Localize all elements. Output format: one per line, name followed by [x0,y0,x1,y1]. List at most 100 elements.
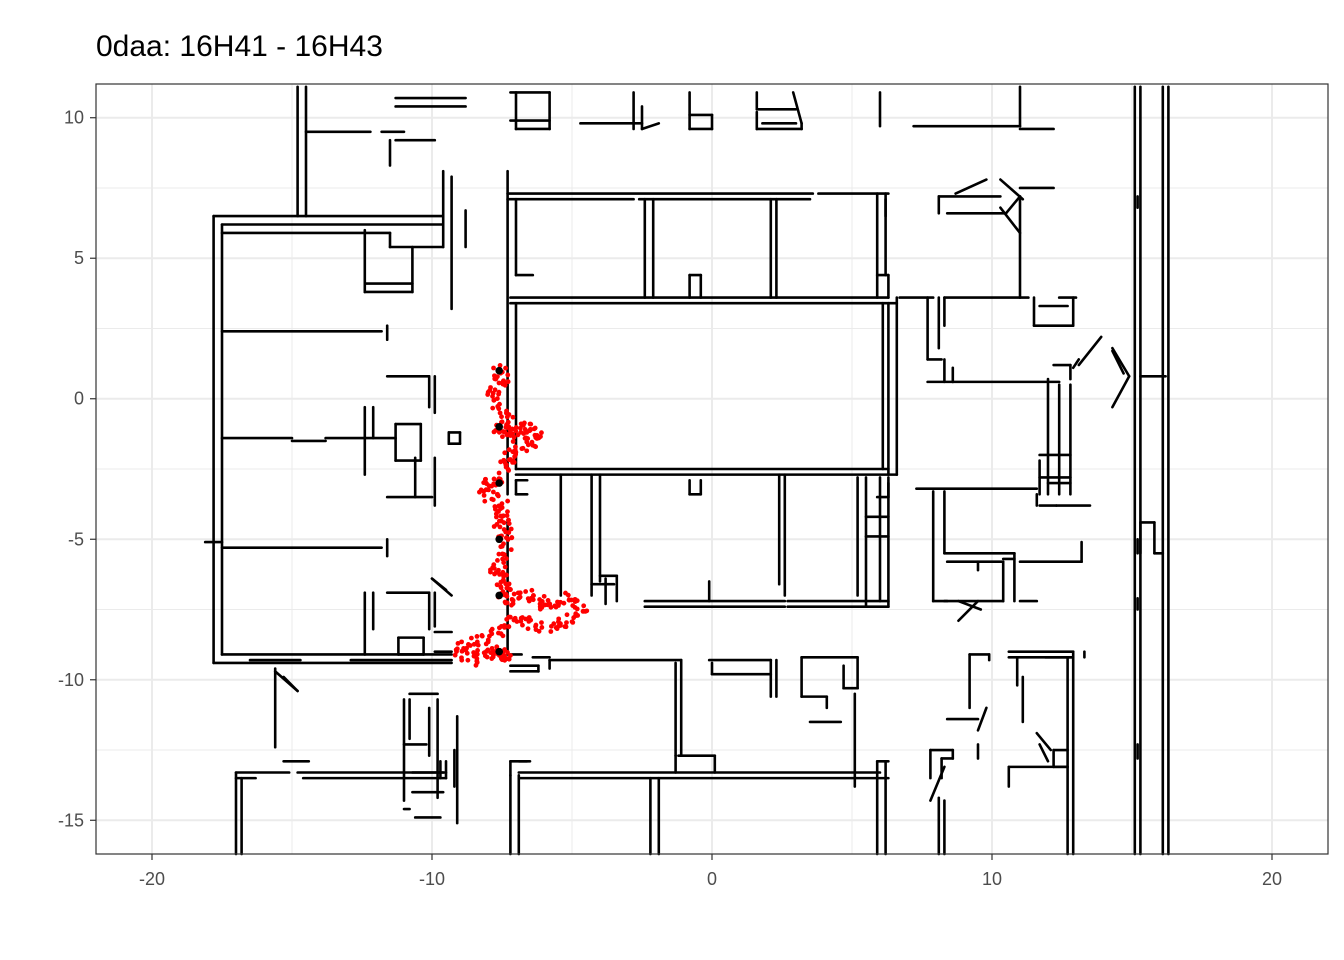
track-point [508,547,514,553]
track-point [506,624,512,629]
track-point [488,569,493,575]
wall-segment [1111,349,1125,375]
track-point [482,498,488,504]
wall-segment [1071,358,1081,370]
y-tick-label: 0 [74,389,84,409]
track-point [495,557,500,563]
track-point [492,571,497,577]
track-point [500,434,505,440]
track-point [506,530,512,535]
track-point [459,639,464,645]
track-point [502,572,508,578]
track-point [477,489,482,495]
track-point [523,435,529,441]
track-point [510,460,515,465]
x-tick-label: -20 [139,869,165,889]
track-point [499,657,505,663]
track-point [542,602,548,608]
track-point [491,397,497,403]
track-point [498,585,504,591]
y-tick-label: 10 [64,108,84,128]
track-point [497,362,503,368]
track-point [563,624,569,630]
track-point [510,439,516,444]
anchors-layer [495,366,504,656]
track-point [537,606,543,612]
wall-segment [1111,346,1131,378]
track-point [539,430,544,436]
track-point [505,372,511,378]
track-point [509,535,515,541]
track-point [537,601,543,607]
track-point [530,597,536,603]
track-point [523,589,529,594]
x-tick-label: -10 [419,869,445,889]
wall-segment [1038,743,1050,763]
track-point [502,450,508,456]
track-point [513,425,519,430]
track-point [513,444,518,450]
track-point [502,564,508,570]
wall-segment [1035,731,1053,752]
track-point [501,520,507,526]
track-point [505,379,511,385]
track-point [490,489,496,495]
track-point [506,412,512,417]
wall-segment [957,599,983,611]
track-point [483,487,489,493]
track-point [511,434,517,440]
track-point [474,633,480,639]
track-point [570,603,576,609]
track-point [539,620,544,626]
track-point [517,590,523,596]
track-point [496,389,502,395]
track-point [503,365,508,371]
track-point [494,396,500,401]
track-point [497,571,502,577]
track-point [529,587,535,593]
wall-segment [1004,195,1022,215]
track-point [513,452,519,457]
track-point [500,551,505,557]
track-point [491,429,497,435]
wall-segment [640,122,661,131]
track-point [487,633,492,639]
track-point [580,608,586,614]
wall-segment [1077,335,1103,367]
track-point [498,506,503,512]
track-point [479,633,485,639]
track-point [493,511,499,517]
wall-segment [430,577,448,592]
track-point [496,380,502,386]
wall-segment [957,599,980,623]
track-point [499,543,505,549]
track-point [491,565,497,571]
track-point [494,644,500,650]
track-point [493,506,498,512]
track-point [474,639,480,645]
track-point [459,648,465,654]
track-point [545,598,551,603]
track-point [569,597,574,603]
track-point [465,642,471,647]
track-point [571,615,577,621]
track-point [475,647,480,653]
track-point [503,556,509,561]
chart-title: 0daa: 16H41 - 16H43 [96,30,383,63]
track-point [575,613,581,618]
track-point [459,655,464,661]
anchor-point [495,591,504,600]
track-point [504,616,510,622]
track-point [484,481,489,487]
track-point [489,483,495,489]
track-point [454,646,460,652]
track-point [495,493,501,499]
track-point [490,393,495,399]
track-point [520,615,525,620]
track-point [541,593,547,599]
track-point [564,620,569,626]
track-point [524,448,530,454]
track-point [539,625,545,630]
